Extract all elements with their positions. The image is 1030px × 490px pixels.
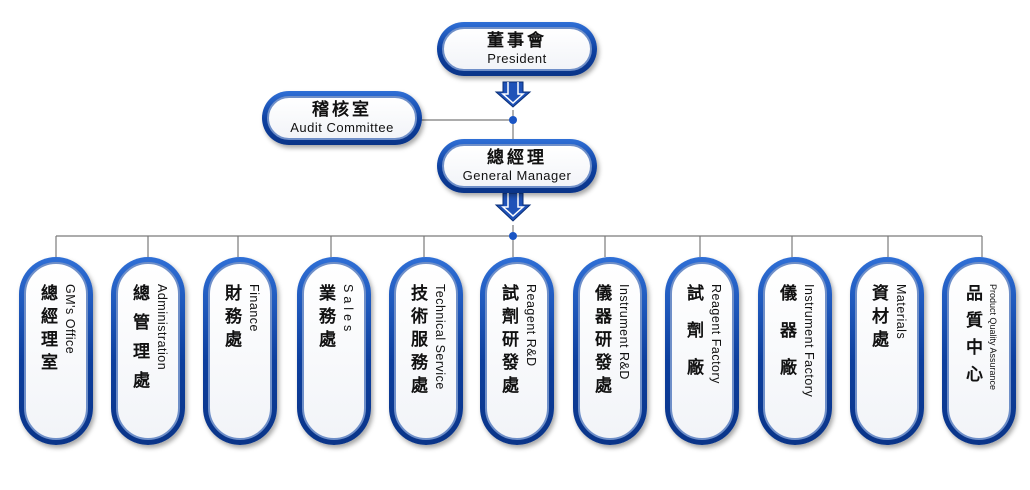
junction-dot [509, 116, 517, 124]
dept-name-cn: 試劑研發處 [499, 284, 518, 399]
dept-name-en: Administration [155, 284, 169, 371]
dept-name-en: Materials [894, 284, 908, 340]
dept-name-cn: 財務處 [222, 284, 241, 353]
dept-name-en: Finance [247, 284, 261, 332]
dept-name-cn: 儀器廠 [777, 284, 796, 395]
node-title-en: Audit Committee [290, 120, 394, 135]
node-title-cn: 稽核室 [312, 100, 372, 119]
dept-instrument-factory: 儀器廠 Instrument Factory [758, 257, 832, 445]
dept-name-en: Sales [341, 284, 355, 336]
node-title-cn: 董事會 [487, 31, 547, 50]
down-arrow-icon [494, 81, 532, 108]
dept-reagent-factory: 試劑廠 Reagent Factory [665, 257, 739, 445]
dept-name-en: Instrument Factory [802, 284, 816, 398]
node-title-en: President [487, 51, 547, 66]
down-arrow-icon [494, 192, 532, 222]
dept-finance: 財務處 Finance [203, 257, 277, 445]
dept-name-cn: 儀器研發處 [592, 284, 611, 399]
dept-name-cn: 技術服務處 [408, 284, 427, 399]
dept-technical-service: 技術服務處 Technical Service [389, 257, 463, 445]
dept-name-en: Product Quality Assurance [988, 284, 998, 391]
node-title-en: General Manager [462, 168, 572, 183]
dept-name-cn: 資材處 [869, 284, 888, 353]
dept-administration: 總管理處 Administration [111, 257, 185, 445]
dept-name-en: GM's Office [63, 284, 77, 355]
dept-product-quality-assurance: 品質中心 Product Quality Assurance [942, 257, 1016, 445]
dept-sales: 業務處 Sales [297, 257, 371, 445]
president-node: 董事會 President [437, 22, 597, 76]
dept-gm-office: 總經理室 GM's Office [19, 257, 93, 445]
dept-reagent-rd: 試劑研發處 Reagent R&D [480, 257, 554, 445]
dept-name-en: Technical Service [433, 284, 447, 390]
dept-name-cn: 總經理室 [38, 284, 57, 376]
dept-name-cn: 試劑廠 [684, 284, 703, 395]
dept-name-cn: 業務處 [316, 284, 335, 353]
dept-name-cn: 品質中心 [963, 284, 982, 392]
node-title-cn: 總經理 [487, 148, 547, 167]
dept-instrument-rd: 儀器研發處 Instrument R&D [573, 257, 647, 445]
dept-materials: 資材處 Materials [850, 257, 924, 445]
general-manager-node: 總經理 General Manager [437, 139, 597, 193]
dept-name-en: Reagent Factory [709, 284, 723, 384]
dept-name-en: Instrument R&D [617, 284, 631, 380]
dept-name-cn: 總管理處 [130, 284, 149, 400]
junction-dot [509, 232, 517, 240]
dept-name-en: Reagent R&D [524, 284, 538, 367]
audit-committee-node: 稽核室 Audit Committee [262, 91, 422, 145]
